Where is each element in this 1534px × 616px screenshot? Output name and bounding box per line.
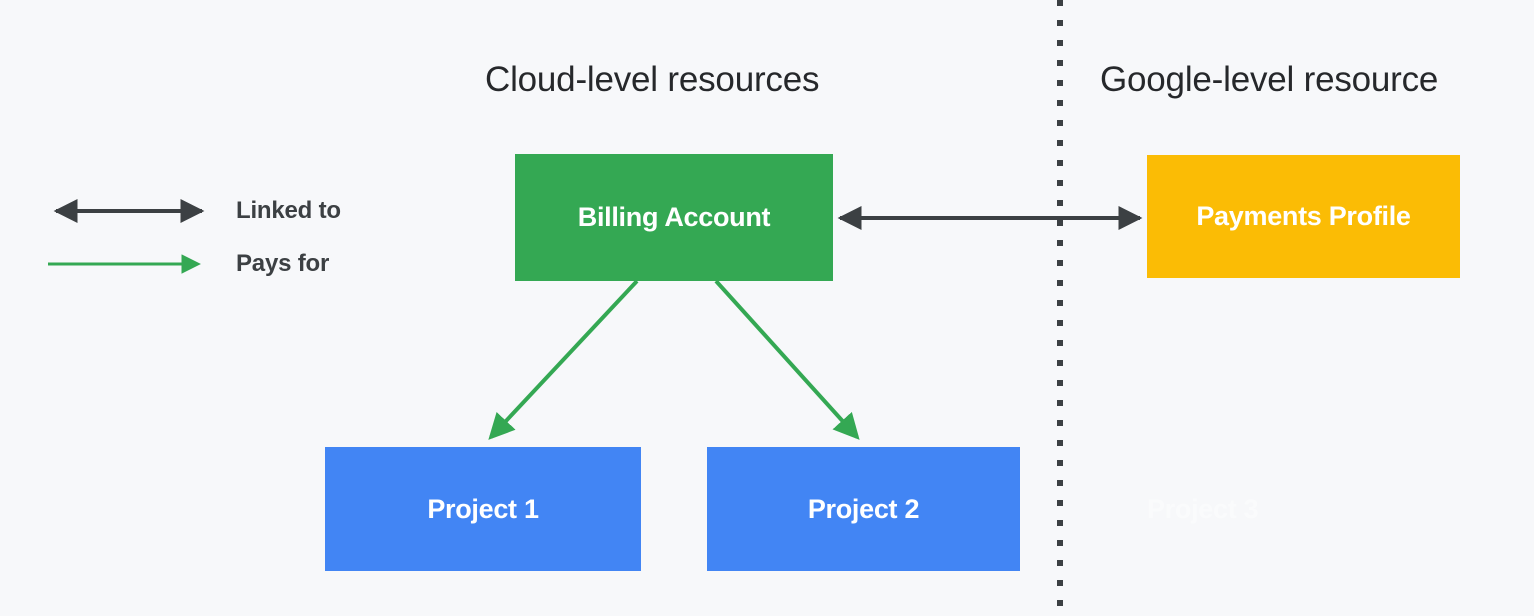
legend-label-pays-for: Pays for [236, 250, 330, 277]
node-project-3-label: Project 3 [1147, 493, 1259, 524]
section-title-google-level: Google-level resource [1100, 60, 1439, 99]
node-project-1[interactable]: Project 1 [325, 447, 641, 571]
node-project-3: Project 3 [1147, 478, 1347, 540]
legend-label-linked-to: Linked to [236, 197, 341, 224]
node-payments-profile-label: Payments Profile [1196, 201, 1411, 231]
node-project-1-label: Project 1 [427, 493, 539, 524]
edge-billing-account-to-project-1 [488, 279, 639, 440]
node-billing-account[interactable]: Billing Account [515, 154, 833, 281]
node-payments-profile[interactable]: Payments Profile [1147, 155, 1460, 278]
section-title-cloud-level: Cloud-level resources [485, 60, 820, 99]
node-project-2-label: Project 2 [807, 493, 920, 524]
edge-billing-account-to-project-2 [714, 279, 860, 440]
node-project-2[interactable]: Project 2 [707, 447, 1020, 571]
node-billing-account-label: Billing Account [577, 202, 771, 232]
